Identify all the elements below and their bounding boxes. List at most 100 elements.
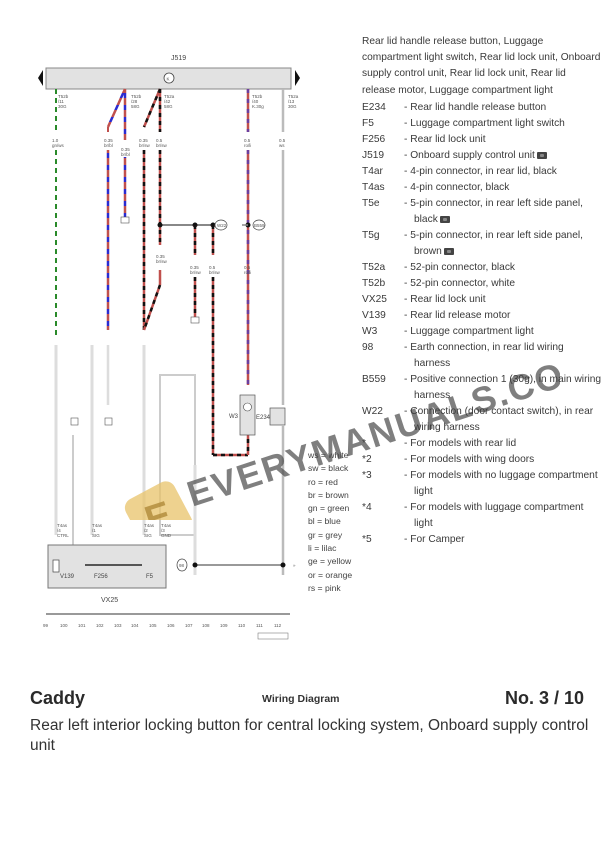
svg-text:0.35: 0.35 <box>156 254 165 259</box>
color-key-item: rs = pink <box>308 582 341 593</box>
diagram-description: Rear left interior locking button for ce… <box>30 717 589 754</box>
svg-text:0.5: 0.5 <box>279 138 286 143</box>
legend-intro: Rear lid handle release button, Luggage … <box>362 36 601 96</box>
svg-text:br/sw: br/sw <box>139 143 151 148</box>
svg-text:br/bl: br/bl <box>121 152 130 157</box>
j519-label: J519 <box>171 55 186 62</box>
legend-item: T52b- 52-pin connector, white <box>362 277 516 289</box>
svg-text:F256: F256 <box>94 574 108 580</box>
svg-text:T52a: T52a <box>288 94 299 99</box>
svg-text:103: 103 <box>114 623 122 628</box>
legend-item: E234- Rear lid handle release button <box>362 101 547 113</box>
legend-item: T52a- 52-pin connector, black <box>362 261 516 273</box>
svg-text:ro/li: ro/li <box>244 143 251 148</box>
svg-text:/11: /11 <box>58 99 64 104</box>
svg-text:111: 111 <box>256 623 263 628</box>
legend-item: F5- Luggage compartment light switch <box>362 117 565 129</box>
legend-item: *2- For models with wing doors <box>362 453 535 465</box>
svg-text:T52b: T52b <box>131 94 142 99</box>
legend-item: W22- Connection (door contact switch), i… <box>362 405 594 433</box>
svg-text:gn/ws: gn/ws <box>52 143 65 148</box>
ecu-symbol-icon <box>163 72 175 84</box>
legend-item: *4- For models with luggage compartment … <box>362 501 584 529</box>
legend-item: *- For models with rear lid <box>362 437 517 449</box>
w3-light-symbol <box>239 394 256 436</box>
svg-text:W3: W3 <box>229 414 239 420</box>
svg-text:30G: 30G <box>288 104 297 109</box>
color-key-item: ws = white <box>308 450 349 460</box>
svg-text:br/sw: br/sw <box>156 143 168 148</box>
svg-text:br/bl: br/bl <box>104 143 113 148</box>
svg-text:107: 107 <box>185 623 193 628</box>
camera-icon[interactable] <box>536 151 547 159</box>
svg-text:112: 112 <box>274 623 282 628</box>
legend-item: 98- Earth connection, in rear lid wiring… <box>362 341 564 369</box>
svg-text:/40: /40 <box>252 99 259 104</box>
svg-text:GND: GND <box>161 533 172 538</box>
svg-text:105: 105 <box>149 623 157 628</box>
svg-text:0.35: 0.35 <box>121 147 130 152</box>
svg-text:T4as: T4as <box>144 523 155 528</box>
legend-item: W3- Luggage compartment light <box>362 325 534 337</box>
color-key-item: ro = red <box>308 476 338 487</box>
svg-text:1.0: 1.0 <box>52 138 59 143</box>
legend-item: V139- Rear lid release motor <box>362 309 511 321</box>
svg-text:T4as: T4as <box>57 523 68 528</box>
svg-text:58G: 58G <box>164 104 173 109</box>
legend-item: T5g- 5-pin connector, in rear left side … <box>362 229 583 257</box>
vehicle-title: Caddy <box>30 688 86 708</box>
svg-text:58G: 58G <box>131 104 140 109</box>
svg-text:br/sw: br/sw <box>190 270 202 275</box>
svg-text:106: 106 <box>167 623 175 628</box>
svg-text:0.5: 0.5 <box>244 138 251 143</box>
svg-text:104: 104 <box>131 623 139 628</box>
legend-item: F256- Rear lid lock unit <box>362 133 486 145</box>
svg-text:0.35: 0.35 <box>104 138 113 143</box>
svg-text:/42: /42 <box>164 99 171 104</box>
svg-text:110: 110 <box>238 623 246 628</box>
svg-text:98: 98 <box>179 563 185 568</box>
svg-text:T52b: T52b <box>58 94 69 99</box>
svg-text:/4: /4 <box>57 528 61 533</box>
svg-text:ro/li: ro/li <box>244 270 251 275</box>
wire-color-key: ws = white sw = black ro = red br = brow… <box>308 449 368 595</box>
color-key-item: br = brown <box>308 489 349 500</box>
svg-text:»: » <box>293 563 296 568</box>
svg-text:101: 101 <box>78 623 86 628</box>
svg-text:/1: /1 <box>92 528 96 533</box>
svg-text:/28: /28 <box>131 99 138 104</box>
svg-text:K: K <box>167 77 170 82</box>
svg-text:0.5: 0.5 <box>156 138 163 143</box>
component-legend: Rear lid handle release button, Luggage … <box>362 34 602 548</box>
svg-text:T4as: T4as <box>161 523 172 528</box>
svg-text:T52b: T52b <box>252 94 263 99</box>
svg-text:F5: F5 <box>146 574 154 580</box>
svg-text:SIG: SIG <box>144 533 152 538</box>
svg-text:W22: W22 <box>217 223 227 228</box>
svg-text:br/sw: br/sw <box>209 270 221 275</box>
svg-text:0.5: 0.5 <box>244 265 251 270</box>
svg-text:E234: E234 <box>256 415 271 421</box>
svg-text:V139: V139 <box>60 574 75 580</box>
color-key-item: gr = grey <box>308 529 343 540</box>
svg-text:100: 100 <box>60 623 68 628</box>
earth-98-symbol <box>176 558 188 572</box>
legend-item: *5- For Camper <box>362 533 465 545</box>
svg-text:ws: ws <box>279 143 285 148</box>
svg-text:99: 99 <box>43 623 49 628</box>
vx25-lock-unit-box <box>47 544 167 589</box>
camera-icon[interactable] <box>443 247 454 255</box>
camera-icon[interactable] <box>439 215 450 223</box>
svg-text:br/sw: br/sw <box>156 259 168 264</box>
svg-text:B559: B559 <box>254 223 265 228</box>
svg-text:CTRL: CTRL <box>57 533 69 538</box>
legend-item: J519- Onboard supply control unit <box>362 148 602 164</box>
color-key-item: sw = black <box>308 463 349 474</box>
svg-text:T52a: T52a <box>164 94 175 99</box>
svg-text:109: 109 <box>220 623 228 628</box>
svg-text:0.35: 0.35 <box>190 265 199 270</box>
svg-text:30G: 30G <box>58 104 67 109</box>
svg-text:102: 102 <box>96 623 104 628</box>
